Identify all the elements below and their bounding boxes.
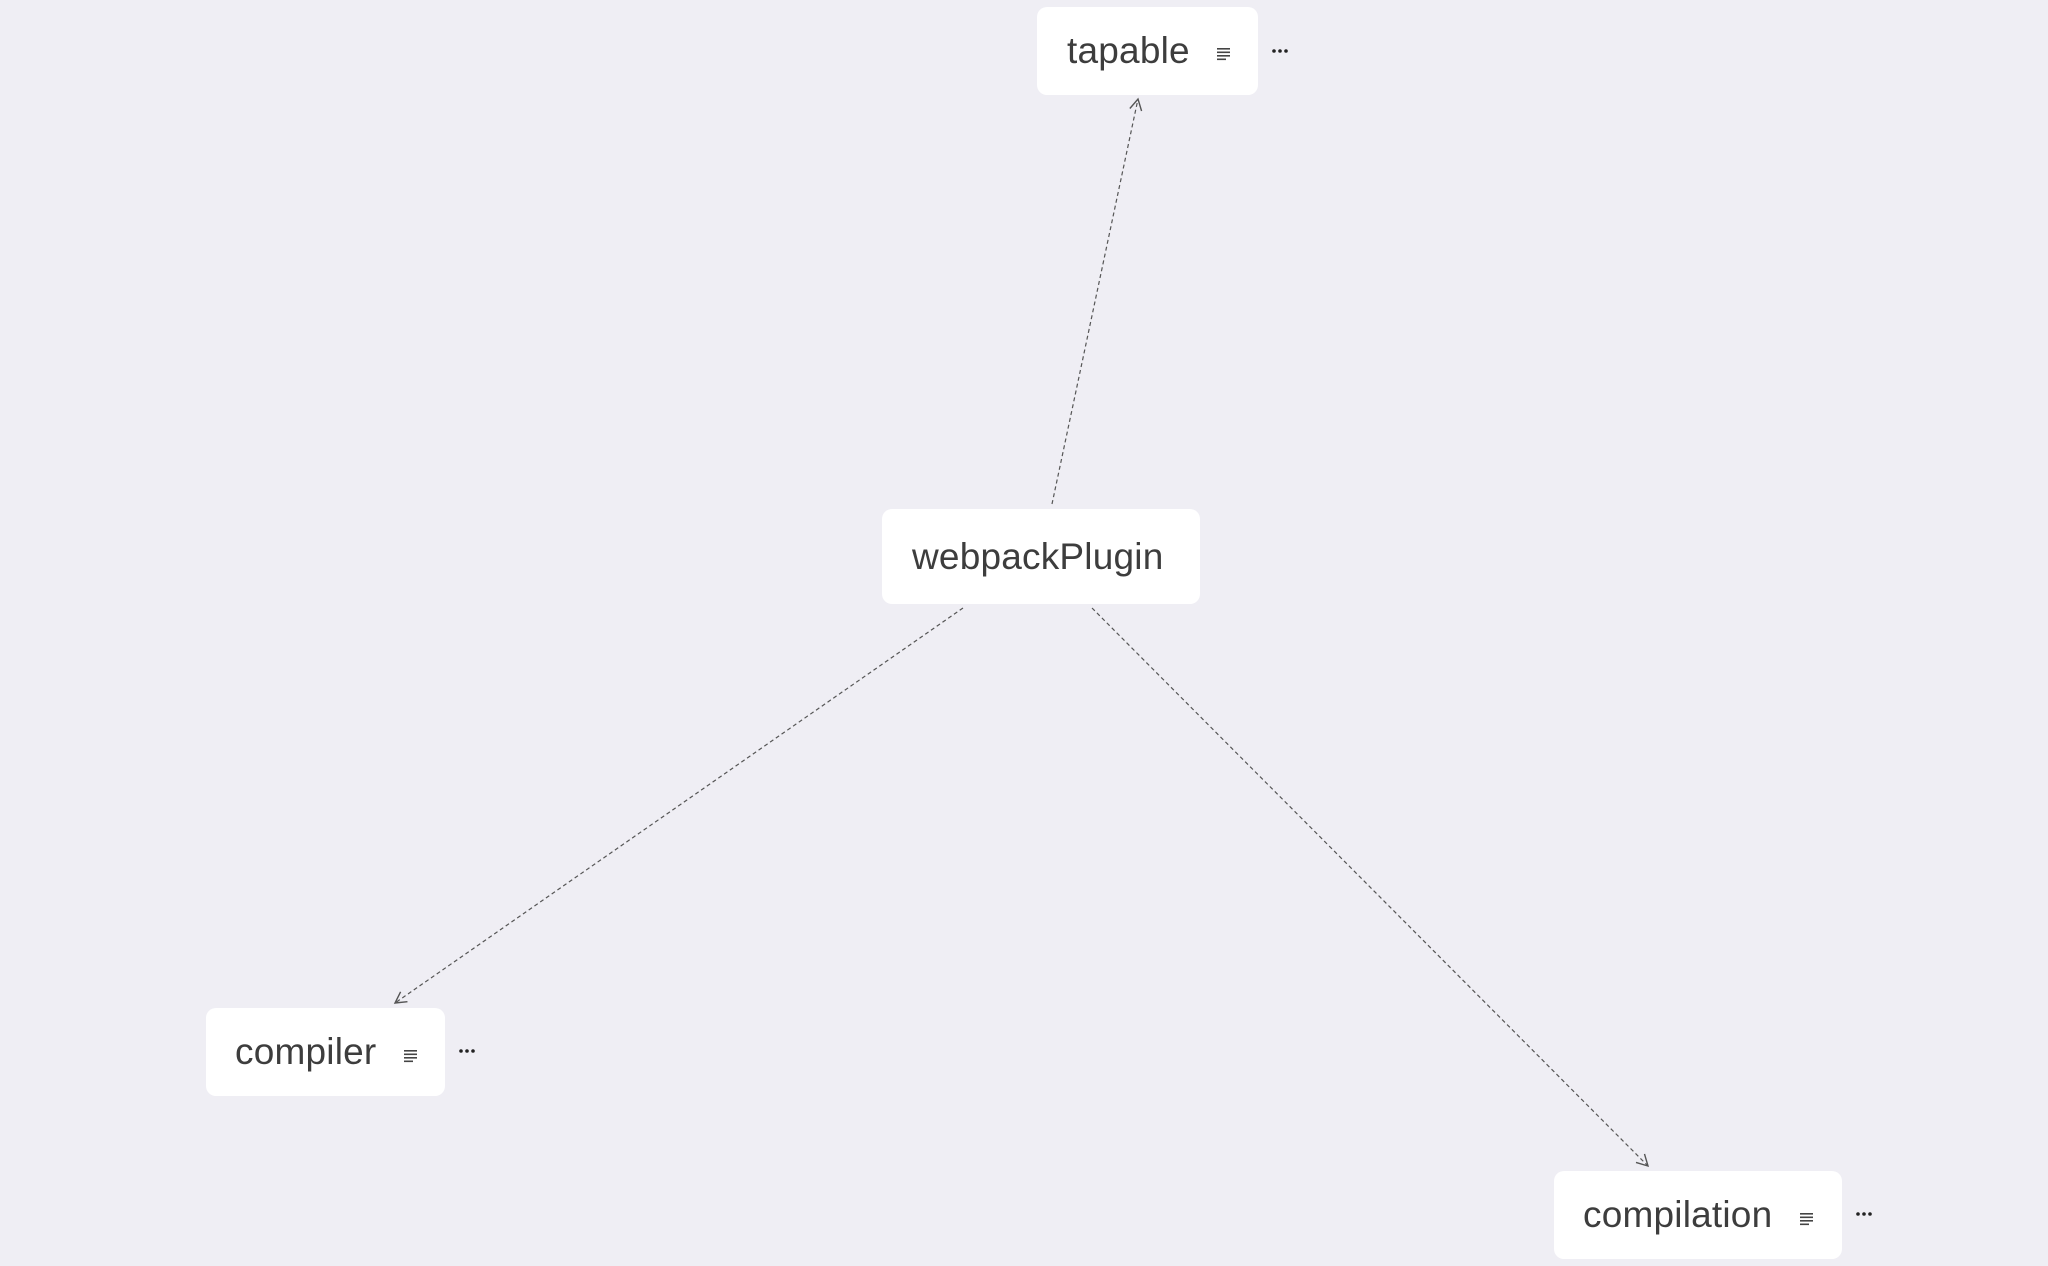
ellipsis-icon[interactable] — [457, 1046, 479, 1056]
ellipsis-icon[interactable] — [1854, 1209, 1876, 1219]
node-label-tapable: tapable — [1067, 30, 1190, 71]
node-compiler[interactable]: compiler — [206, 1008, 445, 1096]
node-label-compilation: compilation — [1583, 1194, 1773, 1235]
node-label-compiler: compiler — [235, 1031, 377, 1072]
edge-center-to-tapable — [1051, 97, 1143, 505]
edge-center-to-compilation — [1091, 607, 1650, 1168]
node-label-webpackplugin: webpackPlugin — [912, 535, 1164, 577]
node-compilation[interactable]: compilation — [1554, 1171, 1842, 1259]
edge-center-to-compiler — [393, 607, 964, 1004]
note-lines-icon[interactable] — [1216, 47, 1232, 61]
note-lines-icon[interactable] — [403, 1049, 419, 1063]
node-tapable[interactable]: tapable — [1037, 7, 1258, 95]
note-lines-icon[interactable] — [1799, 1212, 1815, 1226]
node-webpackplugin[interactable]: webpackPlugin — [882, 509, 1200, 604]
ellipsis-icon[interactable] — [1270, 46, 1292, 56]
